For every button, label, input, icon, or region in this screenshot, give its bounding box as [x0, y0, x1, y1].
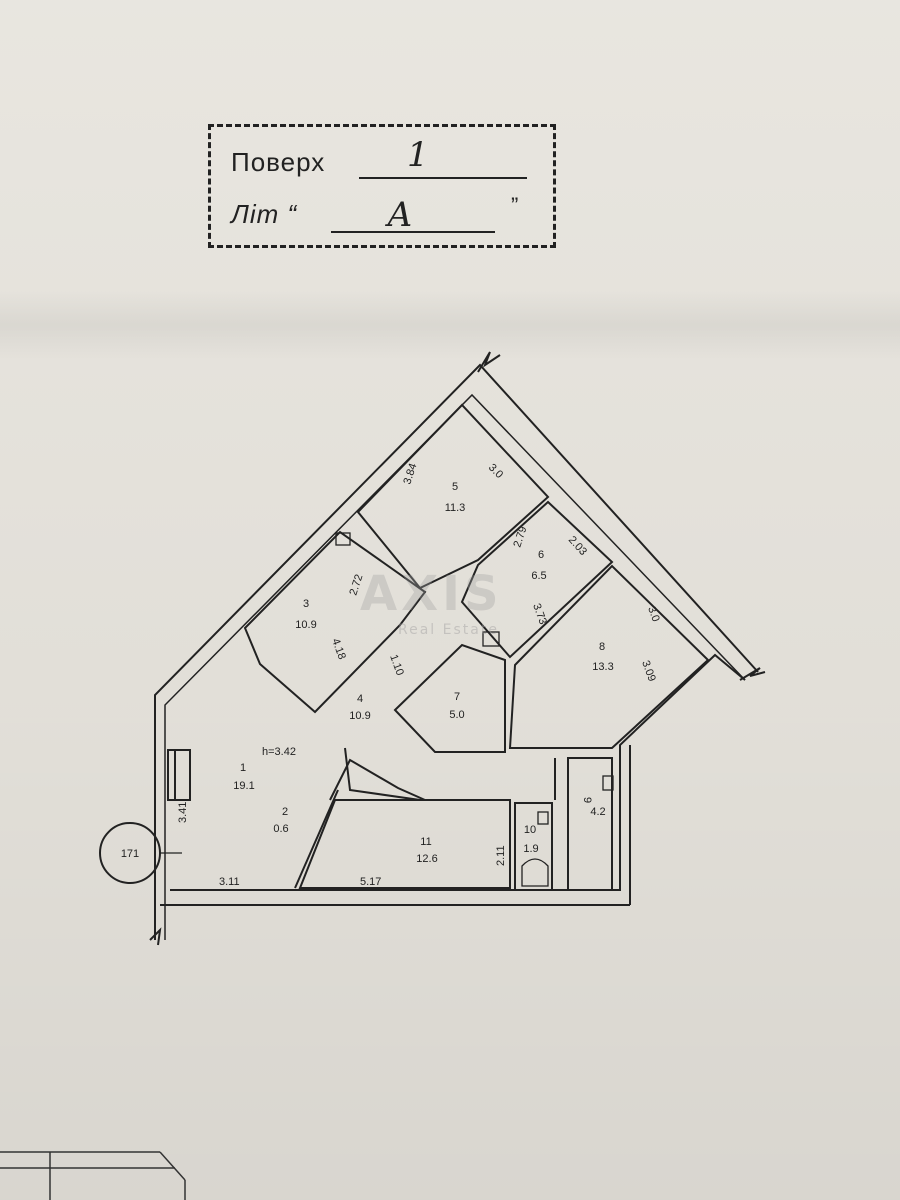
- fixture-room-6: [482, 631, 500, 647]
- room-9-number: 9: [581, 797, 593, 803]
- room-5-number: 5: [452, 481, 458, 493]
- room-10-number: 10: [524, 824, 536, 836]
- lit-underline: [331, 231, 495, 233]
- dim-3-0-top: 3.0: [486, 462, 505, 481]
- room-9-walls: [567, 757, 613, 891]
- room-7-walls: [393, 643, 506, 753]
- lit-close-quote: ”: [511, 193, 520, 218]
- plan-fixtures: [99, 532, 614, 887]
- dim-3-73: 3.73: [530, 602, 549, 626]
- room-1-number: 1: [240, 762, 246, 774]
- dim-2-11: 2.11: [495, 845, 507, 866]
- toilet-icon: [521, 858, 549, 887]
- room-7-area: 5.0: [449, 709, 464, 721]
- dim-5-17: 5.17: [360, 876, 381, 888]
- lit-label: Літ “: [231, 199, 298, 229]
- room-8-walls: [508, 564, 710, 749]
- dim-3-11: 3.11: [219, 876, 240, 888]
- floor-stamp: Поверх 1 Літ “ А ”: [208, 124, 556, 248]
- room-11-walls: [298, 799, 511, 889]
- room-3-walls: [243, 530, 427, 714]
- room-2-number: 2: [282, 806, 288, 818]
- partition-corridor: [329, 758, 426, 801]
- table-fragment: [0, 1151, 186, 1200]
- room-6-area: 6.5: [531, 570, 546, 582]
- room-9-area: 4.2: [590, 806, 605, 818]
- room-5-area: 11.3: [445, 502, 466, 514]
- lit-value: А: [387, 195, 413, 235]
- break-mark-bottom: [149, 927, 162, 946]
- dim-3-09: 3.09: [639, 659, 658, 683]
- break-mark-top: [477, 351, 501, 373]
- room-1-area: 19.1: [233, 780, 254, 792]
- grid-marker-label: 171: [121, 848, 139, 860]
- room-11-number: 11: [420, 836, 431, 848]
- room-6-walls: [460, 500, 614, 659]
- room-4-area: 10.9: [349, 710, 370, 722]
- break-mark-right: [739, 667, 766, 681]
- room-11-area: 12.6: [416, 853, 437, 865]
- room-5-walls: [356, 403, 550, 590]
- dim-3-41: 3.41: [177, 802, 189, 823]
- fixture-room-3: [335, 532, 351, 546]
- floor-value: 1: [407, 135, 429, 175]
- room-6-number: 6: [538, 549, 544, 561]
- ceiling-height: h=3.42: [262, 746, 296, 758]
- dim-4-18: 4.18: [329, 637, 348, 661]
- paper-shadow: [0, 290, 900, 360]
- room-10-walls: [514, 802, 553, 891]
- fixture-room-10: [537, 811, 549, 825]
- room-10-area: 1.9: [523, 843, 538, 855]
- room-8-number: 8: [599, 641, 605, 653]
- table-corner: [159, 1151, 186, 1181]
- watermark-sub: Real Estate: [398, 622, 499, 638]
- dim-3-0-right: 3.0: [645, 605, 662, 623]
- dim-1-10: 1.10: [387, 653, 406, 677]
- room-4-number: 4: [357, 693, 363, 705]
- plan-walls: [149, 351, 766, 946]
- outer-wall-right: [170, 653, 746, 891]
- room-3-number: 3: [303, 598, 309, 610]
- watermark-brand: AXIS: [360, 566, 503, 622]
- partition-2: [344, 747, 421, 801]
- outer-wall-top-inner: [164, 393, 746, 940]
- fixture-room-9: [602, 775, 614, 791]
- room-2-area: 0.6: [273, 823, 288, 835]
- floor-label: Поверх: [231, 147, 326, 177]
- partition-1-11: [294, 789, 339, 889]
- column-niche: [167, 749, 191, 801]
- floor-underline: [359, 177, 527, 179]
- room-3-area: 10.9: [295, 619, 316, 631]
- outer-wall-top: [154, 363, 759, 940]
- room-8-area: 13.3: [592, 661, 613, 673]
- room-7-number: 7: [454, 691, 460, 703]
